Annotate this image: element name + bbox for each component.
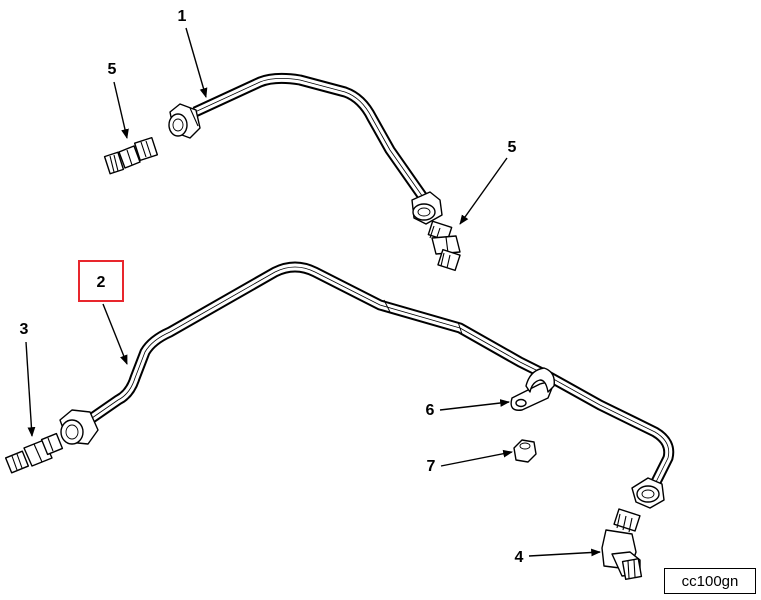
callout-6-label: 6 xyxy=(426,402,435,419)
callout-2-highlight-box xyxy=(78,260,124,302)
callout-6: 6 xyxy=(426,399,510,419)
tube-nut-part-2-right xyxy=(631,477,665,509)
callout-5-left: 5 xyxy=(108,61,129,139)
callout-7: 7 xyxy=(427,449,513,475)
tube-part-2 xyxy=(88,261,675,487)
callout-7-label: 7 xyxy=(427,458,436,475)
tube-nut-part-1-right xyxy=(411,191,443,225)
fitting-part-5-right xyxy=(427,220,461,272)
clamp-part-6 xyxy=(510,367,555,411)
nut-part-7 xyxy=(513,439,537,463)
callout-5-right-label: 5 xyxy=(508,139,517,156)
fitting-part-5-left xyxy=(103,136,159,175)
fitting-part-3 xyxy=(4,432,64,474)
callout-4: 4 xyxy=(515,548,601,566)
fitting-part-4-elbow xyxy=(601,508,643,580)
callout-3-label: 3 xyxy=(20,321,29,338)
tube-nut-part-1-left xyxy=(168,103,201,139)
callout-2: 2 xyxy=(78,260,128,365)
tube-part-1 xyxy=(192,72,430,204)
tube-nut-part-2-left xyxy=(59,409,99,445)
callout-3: 3 xyxy=(20,321,36,437)
callout-4-label: 4 xyxy=(515,549,524,566)
callout-5-right: 5 xyxy=(459,139,517,225)
callout-5-left-label: 5 xyxy=(108,61,117,78)
callout-1-label: 1 xyxy=(178,8,187,25)
callout-2-label: 2 xyxy=(97,274,106,291)
callout-1: 1 xyxy=(178,8,208,98)
figure-code-label: cc100gn xyxy=(664,568,756,594)
